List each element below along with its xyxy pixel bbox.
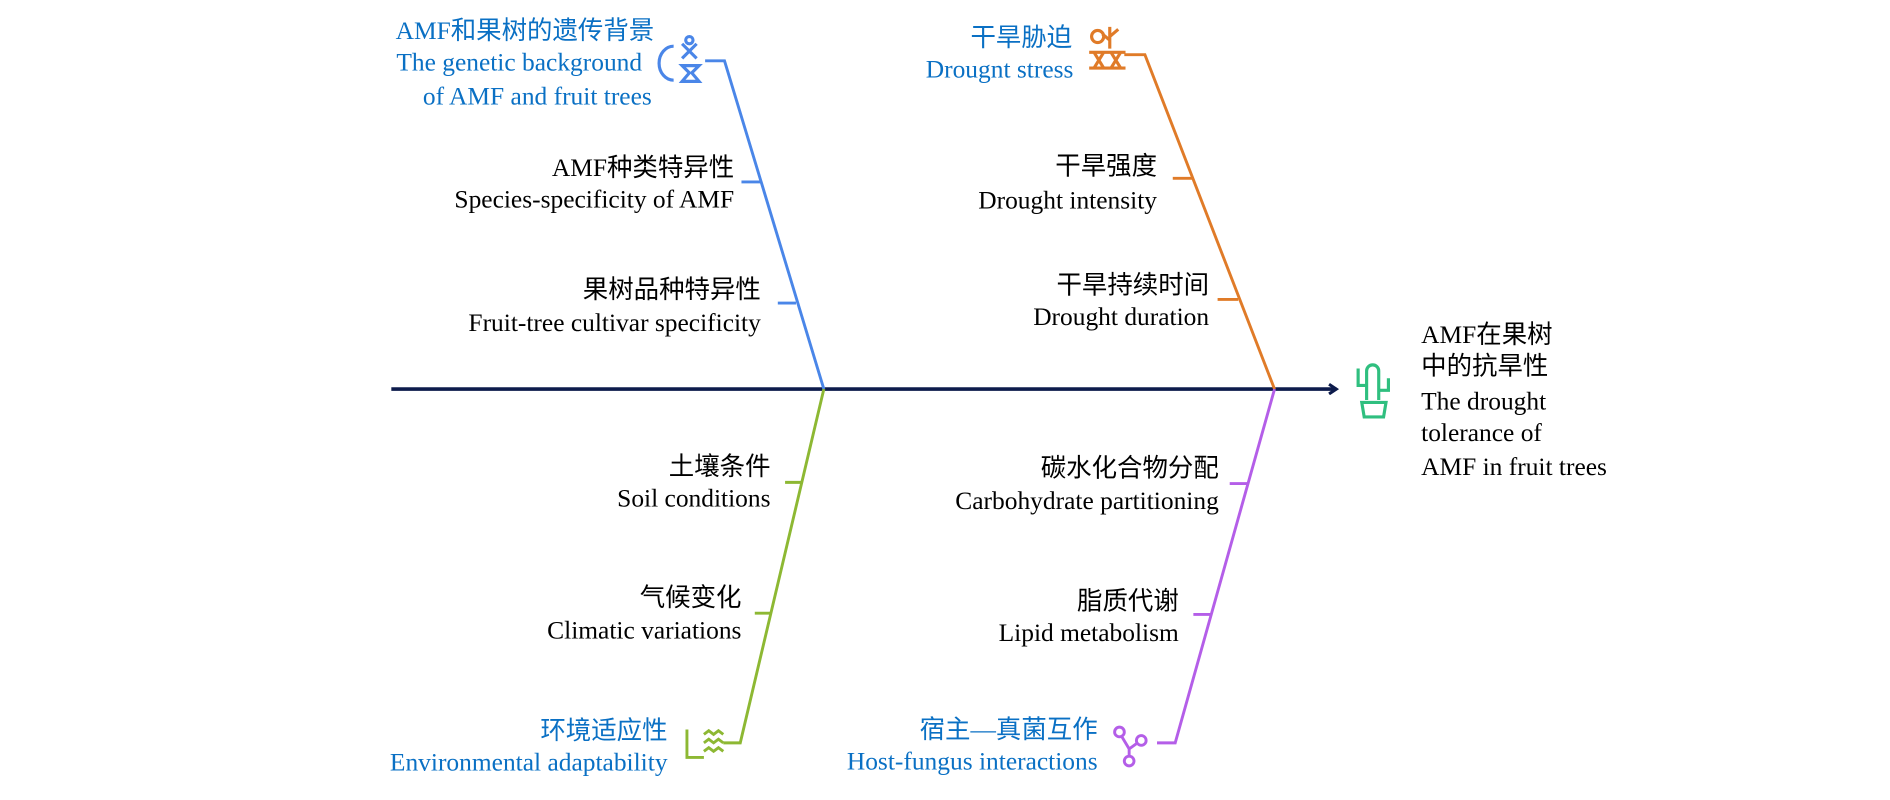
effect-line-3: The drought [1421, 387, 1546, 416]
fungus-network-icon [1113, 725, 1148, 768]
branch-environment [723, 388, 826, 745]
drought-title-en: Drougnt stress [926, 55, 1074, 84]
dry-soil-plant-icon [1089, 26, 1126, 70]
cause-en: Soil conditions [617, 484, 770, 513]
dna-icon [657, 34, 703, 83]
genetic-title-en-2: of AMF and fruit trees [423, 81, 652, 110]
environment-title-zh: 环境适应性 [540, 716, 667, 745]
cause-zh: 干旱持续时间 [1056, 270, 1209, 299]
cactus-icon [1356, 363, 1390, 419]
interaction-title-zh: 宿主—真菌互作 [920, 715, 1098, 744]
cause-zh: 碳水化合物分配 [1041, 453, 1219, 482]
effect-line-1: AMF在果树 [1421, 320, 1552, 349]
interaction-title-en: Host-fungus interactions [847, 747, 1098, 776]
cause-zh: 果树品种特异性 [583, 275, 761, 304]
cause-en: Drought intensity [978, 186, 1157, 215]
water-wave-icon [685, 728, 725, 759]
effect-line-2: 中的抗旱性 [1421, 352, 1548, 381]
environment-title-en: Environmental adaptability [390, 748, 668, 777]
cause-en: Carbohydrate partitioning [955, 486, 1219, 515]
cause-zh: 土壤条件 [669, 452, 771, 481]
drought-title-zh: 干旱胁迫 [970, 23, 1072, 52]
cause-en: Drought duration [1033, 302, 1209, 331]
branch-genetic [705, 59, 826, 390]
cause-zh: 脂质代谢 [1077, 587, 1179, 616]
genetic-title-en-1: The genetic background [396, 47, 642, 76]
cause-en: Lipid metabolism [999, 618, 1179, 647]
genetic-title-zh: AMF和果树的遗传背景 [396, 16, 655, 45]
branch-drought [1124, 53, 1276, 390]
cause-zh: 干旱强度 [1055, 152, 1157, 181]
cause-zh: AMF种类特异性 [552, 153, 734, 182]
effect-line-4: tolerance of [1421, 418, 1542, 447]
cause-en: Climatic variations [547, 616, 741, 645]
effect-line-5: AMF in fruit trees [1421, 452, 1607, 481]
cause-en: Species-specificity of AMF [454, 184, 734, 213]
cause-en: Fruit-tree cultivar specificity [468, 308, 761, 337]
branch-interaction [1157, 388, 1276, 745]
cause-zh: 气候变化 [640, 583, 742, 612]
